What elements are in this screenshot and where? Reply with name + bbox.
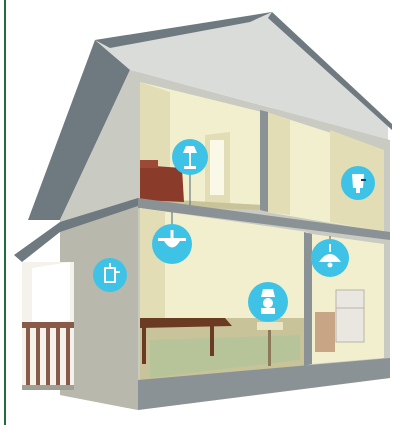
ceiling-fan-light-icon [152,224,192,264]
porch-railing [22,322,74,390]
pendant-light-icon [311,239,349,277]
fridge [336,290,364,342]
table-lamp-icon [248,282,288,322]
center-post-upper [260,110,268,212]
floor-lamp-icon [172,139,208,175]
porch-lantern-icon [93,258,127,292]
side-table [257,322,283,330]
sofa [140,165,184,202]
wall-sconce-icon [341,166,375,200]
center-post-lower [304,232,312,366]
